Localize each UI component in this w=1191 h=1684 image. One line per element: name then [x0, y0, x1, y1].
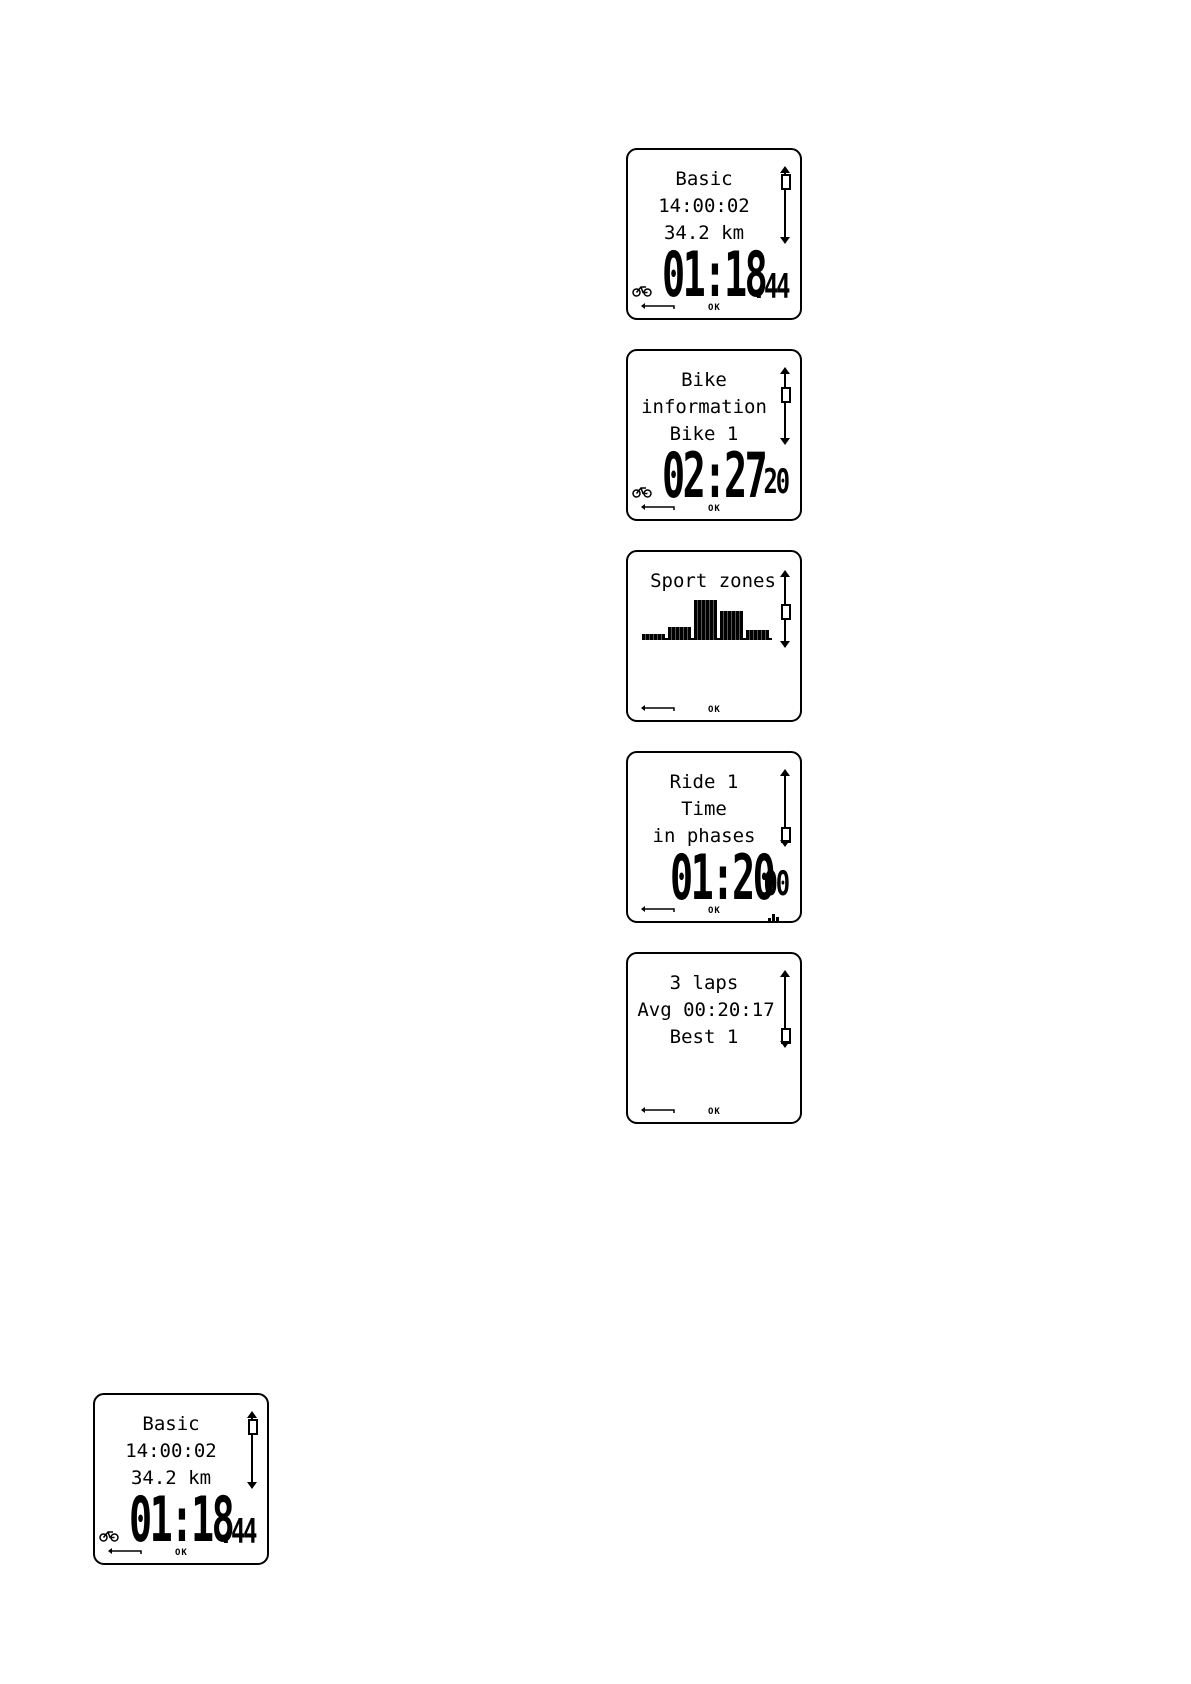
- scroll-indicator-icon: [245, 1411, 259, 1489]
- small-time-display: .44: [751, 267, 790, 307]
- scroll-indicator-icon: [778, 166, 792, 244]
- back-arrow-icon[interactable]: [640, 1106, 676, 1114]
- screen-title: Basic: [142, 1413, 200, 1435]
- bike-icon: [99, 1527, 119, 1542]
- zone-bar: [694, 600, 717, 640]
- scroll-indicator-icon: [778, 367, 792, 445]
- small-time-display: 20: [763, 462, 791, 502]
- scroll-indicator-icon: [778, 570, 792, 648]
- bike-icon: [632, 483, 652, 498]
- back-arrow-icon[interactable]: [640, 302, 676, 310]
- watch-screen-time-in-phases: Ride 1 Time in phases 01:20 00 OK: [626, 751, 802, 923]
- screen-line-distance: 34.2 km: [663, 222, 745, 244]
- watch-screen-sport-zones: Sport zones OK: [626, 550, 802, 722]
- zone-bar: [668, 627, 691, 640]
- big-time-display: 01:20: [670, 841, 776, 914]
- zone-bar: [746, 630, 769, 640]
- screen-line-average: Avg 00:20:17: [637, 999, 775, 1021]
- ok-label[interactable]: OK: [708, 906, 721, 916]
- back-arrow-icon[interactable]: [640, 704, 676, 712]
- back-arrow-icon[interactable]: [640, 905, 676, 913]
- zone-bar: [642, 634, 665, 640]
- sport-zones-bar-chart: [642, 592, 772, 640]
- screen-title: Bike: [681, 369, 727, 391]
- phases-icon: [768, 908, 780, 921]
- watch-screen-laps: 3 laps Avg 00:20:17 Best 1 OK: [626, 952, 802, 1124]
- screen-title: 3 laps: [669, 972, 739, 994]
- screen-line-subtitle: Time: [681, 798, 727, 820]
- scroll-indicator-icon: [778, 769, 792, 847]
- big-time-display: 01:18: [662, 238, 768, 311]
- ok-label[interactable]: OK: [708, 1107, 721, 1117]
- back-arrow-icon[interactable]: [640, 503, 676, 511]
- ok-label[interactable]: OK: [175, 1548, 188, 1558]
- ok-label[interactable]: OK: [708, 705, 721, 715]
- screen-line-best: Best 1: [669, 1026, 739, 1048]
- back-arrow-icon[interactable]: [107, 1547, 143, 1555]
- screen-line-time: 14:00:02: [658, 195, 750, 217]
- screen-line-distance: 34.2 km: [130, 1467, 212, 1489]
- screen-line-bike: Bike 1: [669, 423, 739, 445]
- watch-screen-bike-information: Bike information Bike 1 02:27 20 OK: [626, 349, 802, 521]
- ok-label[interactable]: OK: [708, 303, 721, 313]
- small-time-display: 00: [763, 864, 791, 904]
- bike-icon: [632, 282, 652, 297]
- screen-line-phases: in phases: [652, 825, 756, 847]
- ok-label[interactable]: OK: [708, 504, 721, 514]
- screen-line-time: 14:00:02: [125, 1440, 217, 1462]
- small-time-display: .44: [218, 1512, 257, 1552]
- screen-title: Sport zones: [650, 570, 776, 592]
- big-time-display: 01:18: [129, 1483, 235, 1556]
- screen-title: Basic: [675, 168, 733, 190]
- screen-title: Ride 1: [669, 771, 739, 793]
- scroll-indicator-icon: [778, 970, 792, 1048]
- watch-screen-basic: Basic 14:00:02 34.2 km 01:18 .44 OK: [626, 148, 802, 320]
- zone-bar: [720, 611, 743, 640]
- screen-line-subtitle: information: [641, 396, 767, 418]
- watch-screen-basic-example: Basic 14:00:02 34.2 km 01:18 .44 OK: [93, 1393, 269, 1565]
- big-time-display: 02:27: [662, 439, 768, 512]
